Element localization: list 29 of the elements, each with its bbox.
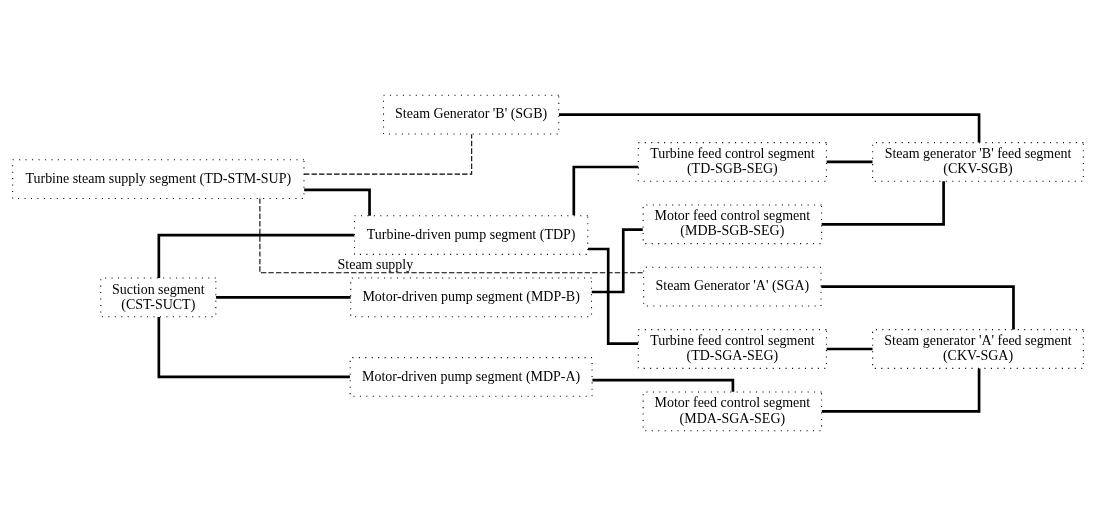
connector — [559, 113, 981, 143]
node-box: Turbine feed control segment (TD-SGB-SEG) — [637, 142, 827, 182]
connector — [592, 378, 735, 392]
connector — [588, 247, 639, 345]
edge-label: Steam supply — [337, 256, 414, 272]
node-box: Turbine-driven pump segment (TDP) — [353, 215, 589, 255]
connector — [821, 181, 945, 226]
connector — [303, 133, 473, 175]
connector — [826, 347, 873, 351]
node-box: Steam generator 'B' feed segment (CKV-SGB) — [872, 142, 1084, 182]
connector — [216, 296, 351, 299]
node-box: Motor-driven pump segment (MDP-B) — [350, 277, 593, 318]
connector — [821, 368, 981, 413]
node-box: Steam Generator 'A' (SGA) — [643, 266, 822, 307]
node-box: Motor feed control segment (MDA-SGA-SEG) — [642, 391, 823, 432]
connector — [259, 198, 645, 274]
node-box: Motor feed control segment (MDB-SGB-SEG) — [642, 204, 823, 245]
node-box: Turbine feed control segment (TD-SGA-SEG) — [637, 329, 827, 369]
node-box: Suction segment (CST-SUCT) — [100, 277, 217, 318]
connector — [826, 160, 873, 164]
connector — [157, 233, 355, 278]
node-box: Steam Generator 'B' (SGB) — [383, 94, 560, 135]
connector — [572, 165, 639, 216]
connector — [157, 317, 350, 379]
connector — [304, 188, 371, 216]
node-box: Motor-driven pump segment (MDP-A) — [349, 357, 593, 397]
node-box: Steam generator 'A' feed segment (CKV-SGA) — [872, 329, 1084, 369]
node-box: Turbine steam supply segment (TD-STM-SUP) — [12, 159, 305, 200]
connector — [821, 285, 1015, 330]
